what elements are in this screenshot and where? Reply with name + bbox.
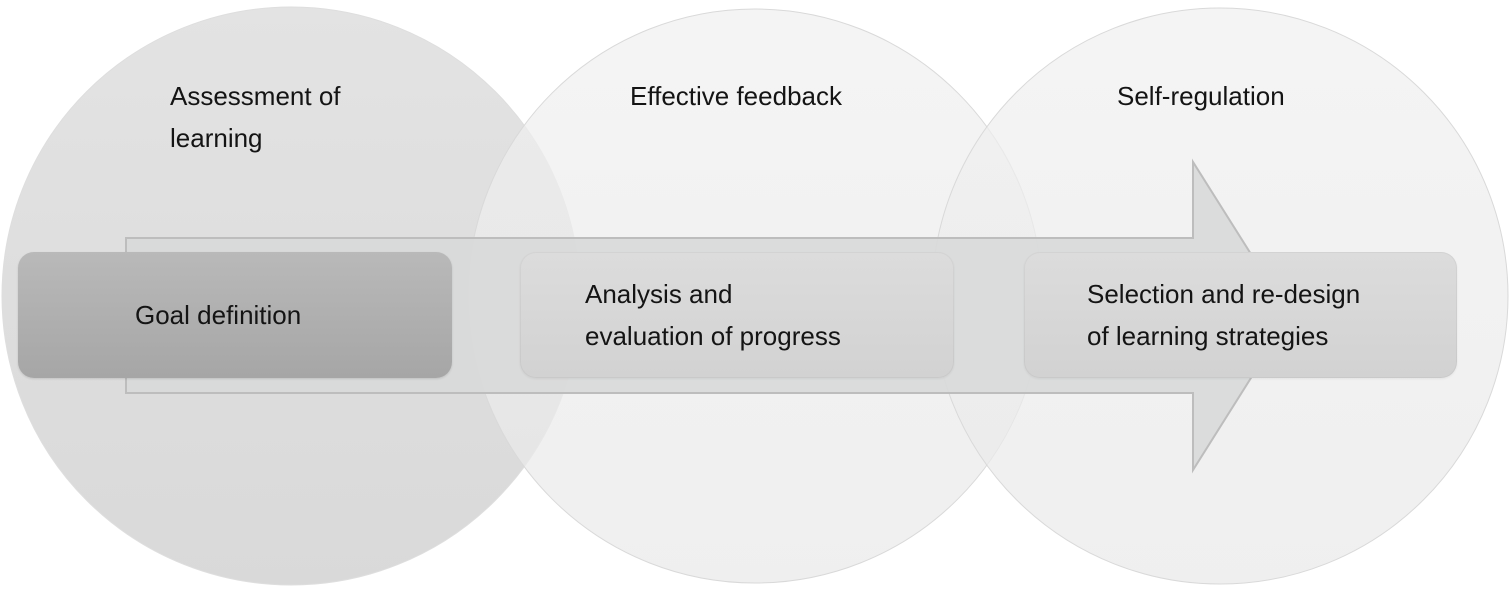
circle-title-self-regulation: Self-regulation xyxy=(1117,81,1285,111)
circle-title-feedback: Effective feedback xyxy=(630,81,842,111)
step-goal-definition: Goal definition xyxy=(18,252,452,378)
step-label: Goal definition xyxy=(135,300,302,330)
step-label: Analysis and evaluation of progress xyxy=(585,279,841,351)
step-analysis-evaluation: Analysis and evaluation of progress xyxy=(520,252,954,378)
step-selection-redesign: Selection and re-design of learning stra… xyxy=(1024,252,1457,378)
step-label: Selection and re-design of learning stra… xyxy=(1087,279,1361,351)
circle-title-assessment: Assessment of learning xyxy=(170,81,341,153)
